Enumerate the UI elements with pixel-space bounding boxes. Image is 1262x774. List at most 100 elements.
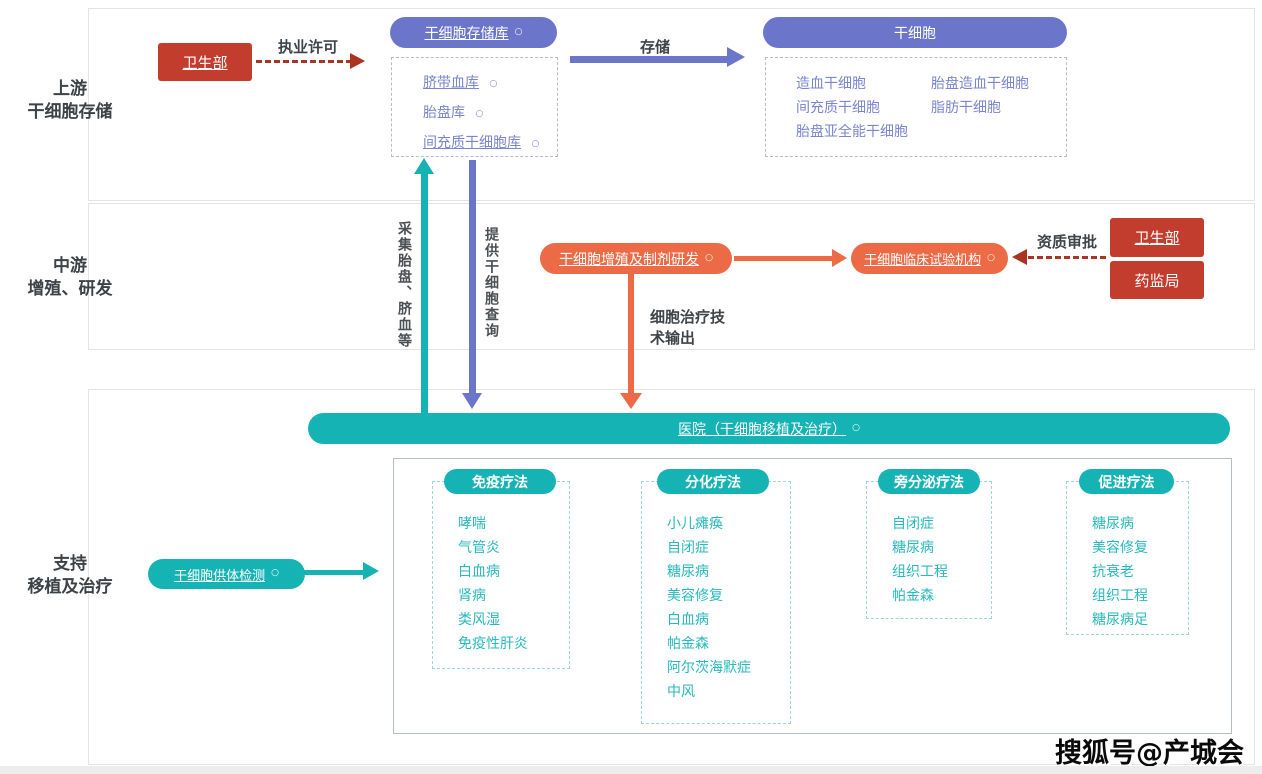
storage-bank-pill[interactable]: 干细胞存储库 ○	[390, 17, 557, 48]
license-arrow-label: 执业许可	[277, 38, 338, 56]
therapy-pill-differentiation: 分化疗法	[657, 469, 769, 494]
midstream-label: 中游 增殖、研发	[5, 255, 135, 301]
therapy-pill-immune: 免疫疗法	[444, 469, 556, 494]
support-label-line1: 支持	[53, 554, 87, 574]
provide-label: 提供干细胞查询	[483, 227, 499, 339]
midstream-label-line2: 增殖、研发	[27, 279, 113, 299]
stem-cell-pill: 干细胞	[763, 17, 1067, 48]
section-midstream	[88, 203, 1255, 350]
bank-item-mesenchymal[interactable]: 间充质干细胞库 ○	[423, 132, 557, 152]
storage-bank-pill-label: 干细胞存储库	[424, 25, 509, 42]
therapy-pill-label: 免疫疗法	[472, 474, 528, 491]
link-circle-icon: ○	[271, 568, 279, 578]
stem-cell-list-box: 造血干细胞间充质干细胞胎盘亚全能干细胞 胎盘造血干细胞脂肪干细胞	[765, 57, 1067, 157]
stem-cell-item: 胎盘亚全能干细胞	[796, 124, 908, 140]
stem-cell-pill-label: 干细胞	[894, 25, 936, 42]
provide-arrow-line	[469, 160, 476, 394]
stem-cell-item: 造血干细胞	[796, 76, 866, 92]
output-arrow-label: 细胞治疗技 术输出	[650, 308, 726, 347]
therapy-item: 美容修复	[1092, 540, 1148, 556]
therapy-item: 免疫性肝炎	[458, 636, 528, 652]
support-label-line2: 移植及治疗	[27, 577, 113, 597]
link-circle-icon: ○	[705, 252, 713, 263]
therapy-item: 类风湿	[458, 612, 500, 628]
therapy-item: 组织工程	[1092, 588, 1148, 604]
donor-arrow-line	[301, 570, 363, 575]
therapy-pill-paracrine: 旁分泌疗法	[878, 469, 980, 494]
therapy-pill-label: 分化疗法	[685, 474, 741, 491]
upstream-label: 上游 干细胞存储	[5, 78, 135, 124]
upstream-label-line1: 上游	[53, 79, 87, 99]
collect-label: 采集胎盘、脐血等	[396, 221, 412, 349]
bank-item-cord-blood[interactable]: 脐带血库 ○	[423, 72, 557, 92]
therapy-item: 中风	[667, 684, 695, 700]
therapy-item: 白血病	[458, 564, 500, 580]
hospital-banner-label: 医院（干细胞移植及治疗）	[678, 421, 847, 438]
store-arrow-line	[570, 56, 727, 63]
stem-cell-item: 间充质干细胞	[796, 100, 880, 116]
store-arrow-head	[727, 47, 745, 67]
stem-cell-item: 脂肪干细胞	[931, 100, 1001, 116]
rnd-pill[interactable]: 干细胞增殖及制剂研发 ○	[540, 243, 732, 274]
bank-item-label: 胎盘库	[423, 105, 465, 121]
qualification-arrow-label: 资质审批	[1036, 233, 1097, 251]
rnd-to-clinical-arrow-line	[734, 256, 832, 261]
link-circle-icon: ○	[987, 252, 995, 263]
therapy-item: 组织工程	[892, 564, 948, 580]
therapy-column-promotion: 糖尿病美容修复抗衰老组织工程糖尿病足	[1066, 481, 1189, 635]
qualification-arrow-head	[1012, 249, 1027, 265]
stem-cell-col2: 胎盘造血干细胞脂肪干细胞	[931, 72, 1029, 120]
output-arrow-head	[620, 393, 642, 409]
stem-cell-item: 胎盘造血干细胞	[931, 76, 1029, 92]
therapy-pill-promotion: 促进疗法	[1079, 469, 1174, 494]
therapy-pill-label: 促进疗法	[1098, 474, 1155, 491]
drug-admin-box: 药监局	[1110, 261, 1204, 299]
therapy-item: 糖尿病	[1092, 516, 1134, 532]
therapy-column-differentiation: 小儿瘫痪自闭症糖尿病美容修复白血病帕金森阿尔茨海默症中风	[641, 481, 791, 724]
therapy-item: 气管炎	[458, 540, 500, 556]
health-ministry-box-upstream: 卫生部	[158, 43, 252, 81]
drug-admin-label: 药监局	[1134, 271, 1180, 290]
therapy-item: 阿尔茨海默症	[667, 660, 751, 676]
therapy-item: 哮喘	[458, 516, 486, 532]
donor-test-pill[interactable]: 干细胞供体检测 ○	[148, 559, 305, 589]
therapy-item: 糖尿病	[892, 540, 934, 556]
therapy-item: 帕金森	[892, 588, 934, 604]
link-circle-icon: ○	[514, 26, 523, 37]
health-ministry-label: 卫生部	[1134, 229, 1180, 247]
therapy-items-differentiation: 小儿瘫痪自闭症糖尿病美容修复白血病帕金森阿尔茨海默症中风	[667, 512, 790, 704]
bank-item-placenta: 胎盘库 ○	[423, 102, 557, 122]
license-arrow-head	[350, 53, 365, 69]
clinical-trial-pill-label: 干细胞临床试验机构	[864, 253, 982, 268]
therapy-items-immune: 哮喘气管炎白血病肾病类风湿免疫性肝炎	[458, 512, 569, 656]
watermark: 搜狐号@产城会	[1055, 738, 1244, 769]
provide-arrow-head	[462, 393, 482, 409]
therapy-column-paracrine: 自闭症糖尿病组织工程帕金森	[866, 481, 992, 619]
therapy-item: 白血病	[667, 612, 709, 628]
bank-item-label: 间充质干细胞库	[423, 135, 521, 151]
therapy-item: 小儿瘫痪	[667, 516, 723, 532]
therapy-column-immune: 哮喘气管炎白血病肾病类风湿免疫性肝炎	[432, 481, 570, 669]
store-arrow-label: 存储	[639, 38, 670, 56]
therapy-item: 肾病	[458, 588, 486, 604]
link-circle-icon: ○	[531, 139, 540, 149]
therapy-item: 自闭症	[667, 540, 709, 556]
therapy-item: 抗衰老	[1092, 564, 1134, 580]
health-ministry-label: 卫生部	[182, 53, 228, 72]
therapy-item: 糖尿病足	[1092, 612, 1148, 628]
collect-arrow-line	[421, 173, 428, 413]
rnd-to-clinical-arrow-head	[832, 249, 847, 267]
collect-arrow-head	[414, 158, 434, 174]
therapy-pill-label: 旁分泌疗法	[894, 474, 964, 491]
support-label: 支持 移植及治疗	[5, 553, 135, 599]
therapy-items-promotion: 糖尿病美容修复抗衰老组织工程糖尿病足	[1092, 512, 1188, 632]
bottom-strip	[0, 766, 1262, 774]
link-circle-icon: ○	[489, 79, 498, 89]
donor-test-pill-label: 干细胞供体检测	[174, 568, 266, 584]
hospital-banner[interactable]: 医院（干细胞移植及治疗） ○	[308, 413, 1230, 444]
clinical-trial-pill[interactable]: 干细胞临床试验机构 ○	[851, 243, 1008, 274]
health-ministry-box-midstream: 卫生部	[1110, 218, 1204, 257]
therapy-item: 自闭症	[892, 516, 934, 532]
upstream-label-line2: 干细胞存储	[27, 102, 113, 122]
